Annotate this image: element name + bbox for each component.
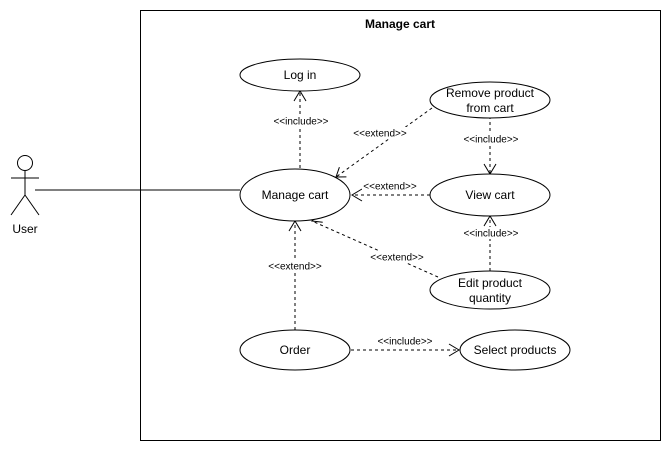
- use-case-order-label: Order: [280, 343, 311, 357]
- use-case-manage-cart[interactable]: Manage cart: [239, 168, 351, 222]
- label-edit-to-view: <<include>>: [463, 229, 518, 240]
- use-case-edit-quantity-shape: [429, 270, 551, 310]
- use-case-select-products-shape: [459, 329, 571, 371]
- use-case-manage-cart-shape: [239, 168, 351, 222]
- connector-remove-to-manage: [335, 107, 433, 178]
- use-case-remove-product-shape: [429, 81, 551, 119]
- actor-left-leg: [10, 194, 26, 216]
- arrowhead-select-from-order: [448, 343, 460, 357]
- use-case-order-shape: [239, 329, 351, 371]
- actor-label: User: [12, 222, 37, 236]
- use-case-edit-quantity[interactable]: Edit product quantity: [429, 270, 551, 310]
- use-case-remove-product[interactable]: Remove product from cart: [429, 81, 551, 119]
- use-case-remove-product-label-line1: Remove product: [446, 86, 535, 100]
- use-case-select-products-label: Select products: [474, 343, 557, 357]
- label-remove-to-manage: <<extend>>: [353, 129, 407, 140]
- actor-user[interactable]: User: [10, 155, 40, 237]
- actor-right-leg: [24, 194, 40, 216]
- use-case-view-cart[interactable]: View cart: [429, 173, 551, 217]
- label-order-to-manage: <<extend>>: [268, 262, 322, 273]
- use-case-login[interactable]: Log in: [239, 58, 361, 92]
- use-case-select-products[interactable]: Select products: [459, 329, 571, 371]
- system-title: Manage cart: [365, 17, 435, 31]
- arrowhead-manage-from-view: [351, 188, 363, 202]
- label-view-to-manage: <<extend>>: [363, 182, 417, 193]
- use-case-edit-quantity-label-line2: quantity: [469, 291, 511, 305]
- label-edit-to-manage: <<extend>>: [370, 253, 424, 264]
- arrowhead-manage-from-remove: [335, 167, 347, 178]
- label-order-to-select: <<include>>: [377, 337, 432, 348]
- use-case-view-cart-label: View cart: [465, 188, 515, 202]
- label-manage-to-login: <<include>>: [273, 117, 328, 128]
- use-case-remove-product-label-line2: from cart: [466, 101, 514, 115]
- actor-head: [17, 155, 33, 171]
- use-case-view-cart-shape: [429, 173, 551, 217]
- use-case-manage-cart-label: Manage cart: [262, 188, 329, 202]
- label-remove-to-view: <<include>>: [463, 135, 518, 146]
- use-case-login-shape: [239, 58, 361, 92]
- use-case-order[interactable]: Order: [239, 329, 351, 371]
- use-case-edit-quantity-label-line1: Edit product: [458, 276, 523, 290]
- system-boundary: [140, 10, 661, 441]
- use-case-login-label: Log in: [284, 68, 317, 82]
- connector-edit-to-manage: [311, 220, 439, 278]
